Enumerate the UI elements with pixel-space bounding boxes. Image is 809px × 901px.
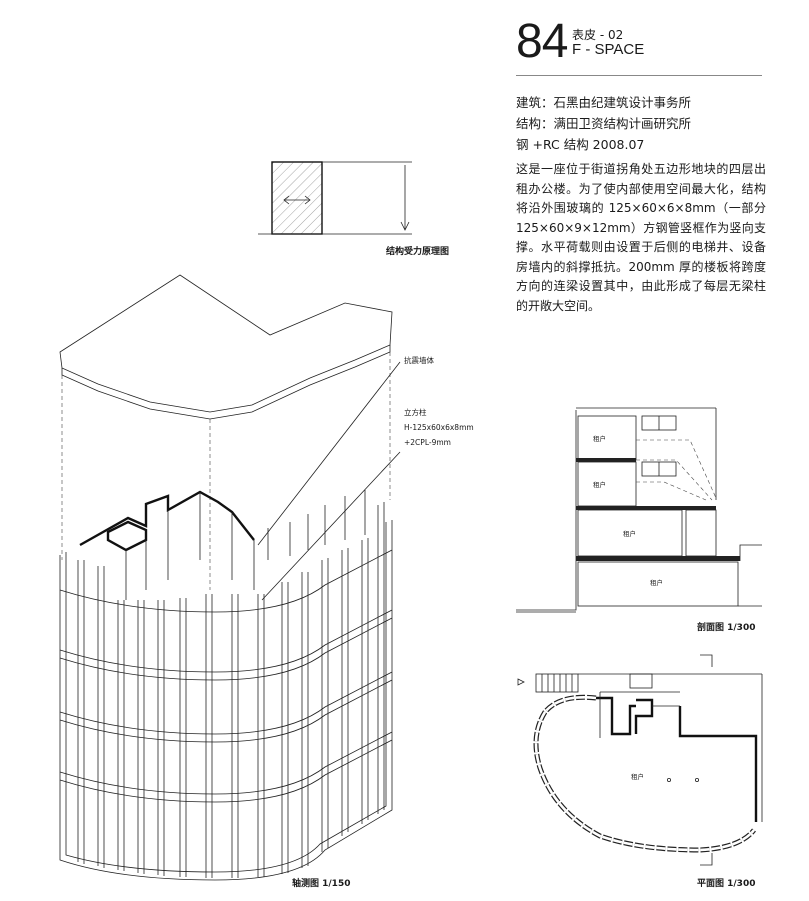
section-room-label-2: 租户 [593,480,606,489]
section-room-label-4: 租户 [650,578,663,587]
project-credits: 建筑：石黑由纪建筑设计事务所 结构：满田卫资结构计画研究所 钢 +RC 结构 2… [516,92,691,155]
category-label: 表皮 - 02 [572,28,624,42]
system-credit: 钢 +RC 结构 2008.07 [516,137,645,152]
architect-credit: 建筑：石黑由纪建筑设计事务所 [516,95,692,110]
diagram-caption: 结构受力原理图 [386,247,450,257]
annotation-column-title: 立方柱 [404,408,427,417]
section-caption: 剖面图 1/300 [697,623,756,633]
project-title: F - SPACE [572,41,645,58]
axonometric-drawing [59,274,401,881]
annotation-column-spec2: +2CPL-9mm [404,438,451,447]
annotation-column-spec1: H-125x60x6x8mm [404,423,474,432]
annotation-seismic-wall: 抗震墙体 [404,356,434,365]
section-drawing: 租户 租户 租户 租户 [516,407,762,613]
section-room-label-3: 租户 [623,529,636,538]
project-description: 这是一座位于街道拐角处五边形地块的四层出租办公楼。为了使内部使用空间最大化，结构… [516,162,766,313]
plan-room-label: 租户 [631,772,644,781]
axonometric-caption: 轴测图 1/150 [292,879,351,889]
header-divider [516,75,762,76]
structural-principle-diagram [258,161,412,235]
plan-caption: 平面图 1/300 [697,879,756,889]
page-number: 84 [516,15,568,68]
plan-drawing: 租户 [517,654,763,866]
section-room-label-1: 租户 [593,434,606,443]
structure-credit: 结构：满田卫资结构计画研究所 [516,116,692,131]
